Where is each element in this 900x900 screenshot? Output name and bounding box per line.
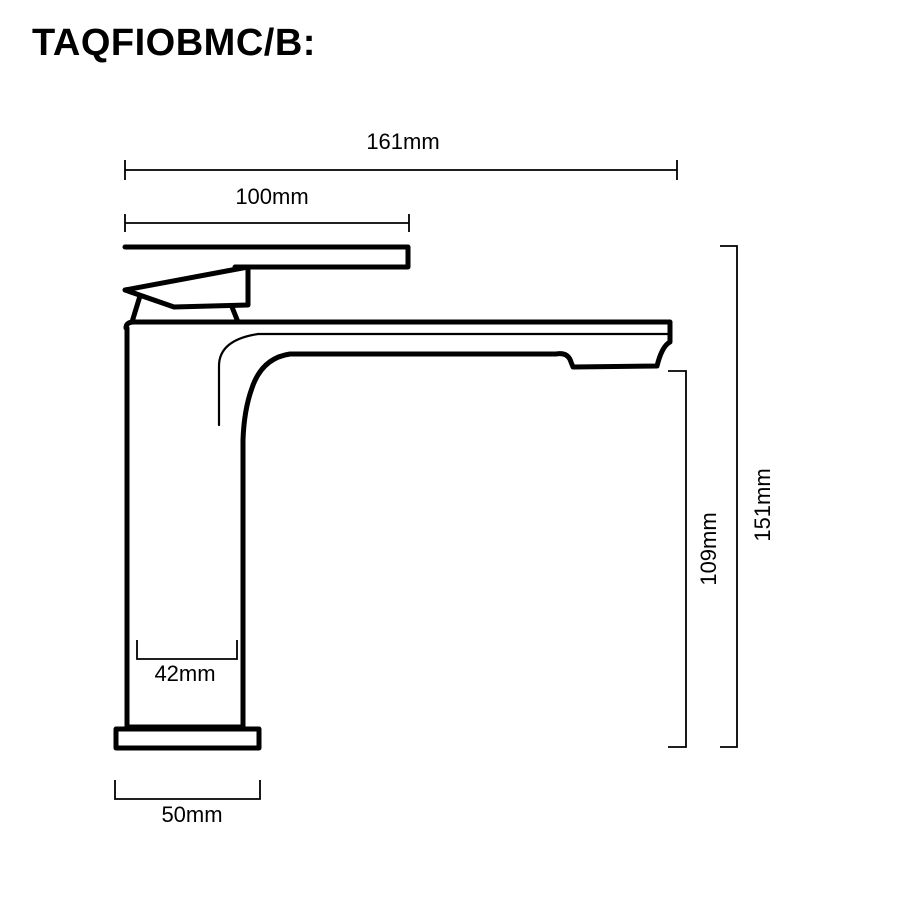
overall-width-dimension-line xyxy=(124,160,678,180)
base-width-label: 50mm xyxy=(161,802,222,827)
handle-length-dimension-line xyxy=(124,214,410,232)
overall-height-label: 151mm xyxy=(750,468,775,541)
handle-lever-outline xyxy=(122,244,411,310)
body-width-label: 42mm xyxy=(154,661,215,686)
spout-height-dimension-line xyxy=(668,370,687,748)
base-plate-outline xyxy=(113,726,262,751)
spout-inner-detail-line xyxy=(217,332,672,427)
spout-height-label: 109mm xyxy=(696,512,721,585)
overall-width-label: 161mm xyxy=(366,129,439,154)
overall-height-dimension-line xyxy=(720,245,738,748)
body-and-spout-outline xyxy=(123,319,673,730)
tap-outline xyxy=(113,244,673,751)
base-width-dimension-line xyxy=(114,780,261,800)
product-code-title: TAQFIOBMC/B: xyxy=(32,22,316,64)
handle-length-label: 100mm xyxy=(235,184,308,209)
dimension-lines xyxy=(114,160,738,800)
body-width-dimension-line xyxy=(136,640,238,660)
